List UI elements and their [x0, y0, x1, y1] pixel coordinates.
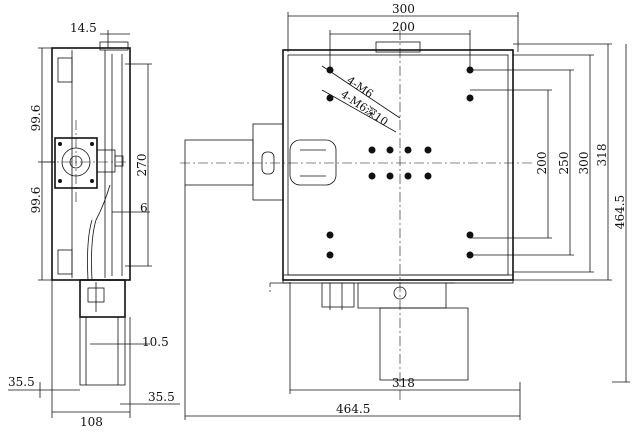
front-handle: [289, 139, 337, 186]
side-base-plate: [79, 316, 126, 386]
mount-hole: [326, 66, 334, 74]
lower-housing: [379, 307, 469, 381]
side-top-tab: [57, 57, 73, 83]
dim-v-200: 200: [535, 152, 549, 175]
dim-hole-span-200: 200: [392, 20, 415, 34]
mount-hole: [326, 251, 334, 259]
mount-holes: [326, 66, 474, 259]
dim-v-318: 318: [595, 144, 609, 167]
side-view: 14.5 99.6 99.6 270 6 10.5 35.5 35.5 108: [8, 21, 180, 429]
stage-plate: [282, 49, 514, 281]
top-clamp: [375, 41, 421, 53]
lower-bracket: [357, 282, 447, 309]
mount-hole: [326, 231, 334, 239]
dim-v-300: 300: [577, 152, 591, 175]
side-lower-box: [79, 279, 126, 318]
dim-base-width-108: 108: [80, 415, 103, 429]
note-leader-m6-deep: [321, 89, 397, 133]
front-motor-body: [184, 139, 254, 186]
dim-half-pitch-lower: 99.6: [29, 187, 43, 214]
dim-height-270: 270: [135, 154, 149, 177]
dim-foot-right-35-5: 35.5: [148, 390, 175, 404]
dim-width-300: 300: [392, 2, 415, 16]
front-view: 4-M6 4-M6深10 300 200 200 250 30: [180, 2, 630, 420]
mount-hole: [326, 94, 334, 102]
side-top-lip: [99, 41, 129, 51]
dim-v-250: 250: [557, 152, 571, 175]
dim-overall-height: 464.5: [613, 195, 627, 229]
note-leader-m6: [321, 65, 401, 119]
side-bottom-tab: [57, 249, 73, 275]
dim-bottom-318: 318: [392, 376, 415, 390]
dim-half-pitch-upper: 99.6: [29, 105, 43, 132]
dim-offset-top: 14.5: [70, 21, 97, 35]
front-motor-flange: [252, 123, 284, 201]
mount-hole: [466, 94, 474, 102]
dim-overall-width: 464.5: [336, 402, 370, 416]
dim-gap-6: 6: [140, 201, 148, 215]
side-body-outline: [51, 47, 131, 281]
mount-hole: [466, 231, 474, 239]
dim-bracket-10-5: 10.5: [142, 335, 169, 349]
dim-foot-35-5: 35.5: [8, 375, 35, 389]
